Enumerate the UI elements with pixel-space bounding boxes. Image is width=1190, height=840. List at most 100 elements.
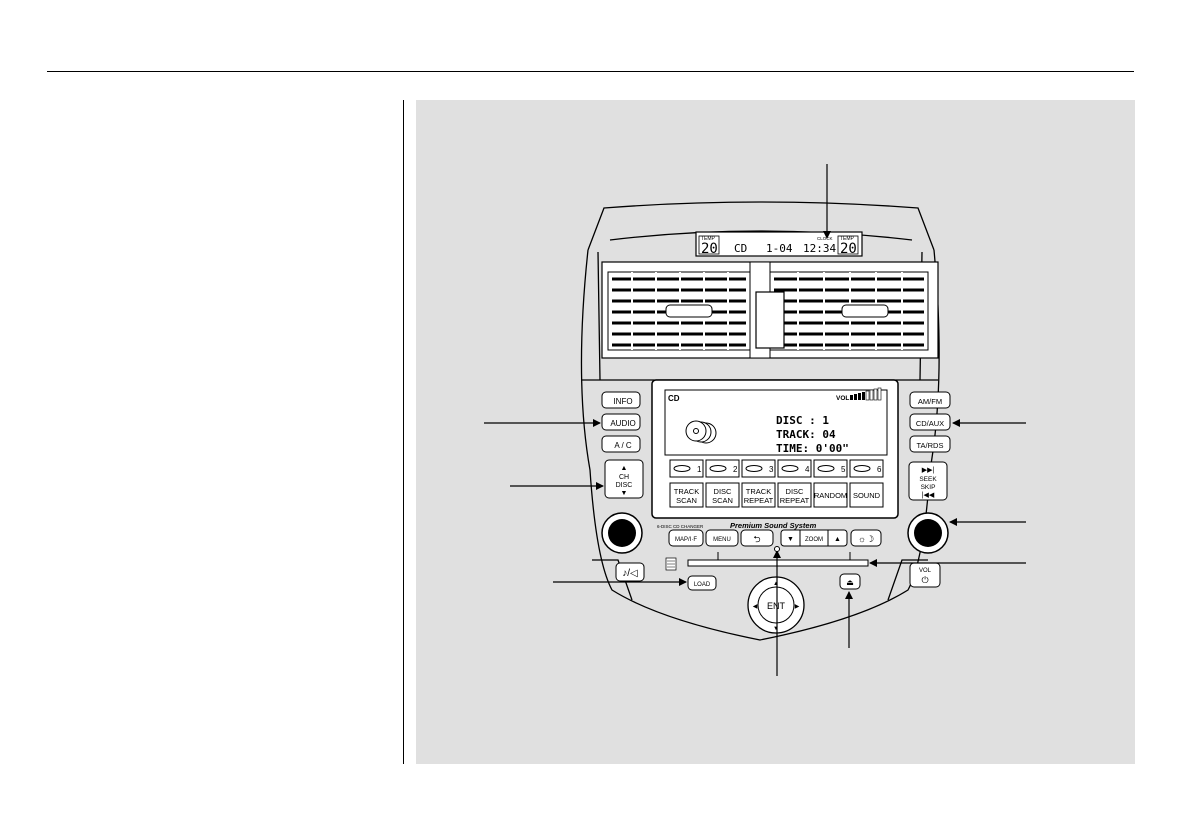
disc-repeat-line2: REPEAT xyxy=(780,496,810,505)
left-button-column: INFO AUDIO A / C ▲ CH DISC ▼ ♪/◁ xyxy=(601,391,645,582)
map-if-label: MAP/I·F xyxy=(675,537,697,543)
sound-button[interactable]: SOUND xyxy=(849,482,884,508)
air-vents xyxy=(601,261,939,359)
tards-button[interactable]: TA/RDS xyxy=(909,435,951,453)
map-if-button[interactable]: MAP/I·F xyxy=(668,529,704,547)
menu-button[interactable]: MENU xyxy=(705,529,739,547)
info-label: INFO xyxy=(613,397,632,406)
preset-button-1[interactable]: 1 xyxy=(669,459,704,478)
track-scan-button[interactable]: TRACK SCAN xyxy=(669,482,704,508)
sound-label: SOUND xyxy=(853,491,881,500)
joystick-down-icon: ▼ xyxy=(773,626,779,632)
disc-scan-line2: SCAN xyxy=(712,496,733,505)
amfm-button[interactable]: AM/FM xyxy=(909,391,951,409)
return-button[interactable]: ⮌ xyxy=(740,529,774,547)
load-label: LOAD xyxy=(694,582,711,588)
joystick-left-icon: ◀ xyxy=(753,604,758,610)
preset-label-1: 1 xyxy=(697,465,702,474)
column-divider xyxy=(403,100,404,764)
screen-time-line: TIME: 0'00" xyxy=(776,442,849,455)
power-icon: ⏻ xyxy=(921,575,928,585)
sun-moon-icon: ☼☽ xyxy=(858,534,874,544)
joystick-enter[interactable]: ENT ▲ ▼ ◀ ▶ xyxy=(747,576,805,634)
screen-track-line: TRACK: 04 xyxy=(776,428,836,441)
joystick-right-icon: ▶ xyxy=(795,604,800,610)
load-button[interactable]: LOAD xyxy=(687,575,717,591)
preset-row: 1 2 3 4 5 6 xyxy=(669,459,884,478)
ch-label: CH xyxy=(619,474,629,481)
skip-forward-icon: ▶▶| xyxy=(922,467,935,474)
tards-label: TA/RDS xyxy=(917,441,944,450)
zoom-up-icon: ▲ xyxy=(834,536,841,543)
amfm-label: AM/FM xyxy=(918,397,942,406)
preset-button-6[interactable]: 6 xyxy=(849,459,884,478)
zoom-control[interactable]: ▼ ZOOM ▲ xyxy=(780,529,848,547)
preset-button-2[interactable]: 2 xyxy=(705,459,740,478)
track-scan-line1: TRACK xyxy=(674,487,699,496)
preset-button-3[interactable]: 3 xyxy=(741,459,776,478)
track-repeat-line2: REPEAT xyxy=(744,496,774,505)
skip-back-icon: |◀◀ xyxy=(922,492,935,499)
note-speaker-icon: ♪/◁ xyxy=(622,568,638,579)
volume-meter-icon xyxy=(850,387,882,401)
cdaux-button[interactable]: CD/AUX xyxy=(909,413,951,431)
disc-repeat-button[interactable]: DISC REPEAT xyxy=(777,482,812,508)
zoom-down-icon: ▼ xyxy=(787,536,794,543)
cdaux-label: CD/AUX xyxy=(916,419,944,428)
changer-label: 6-DISC CD CHANGER xyxy=(657,524,704,529)
disc-label: DISC xyxy=(616,482,633,489)
left-knob[interactable] xyxy=(601,512,643,554)
menu-label: MENU xyxy=(713,537,731,543)
preset-label-5: 5 xyxy=(841,465,846,474)
disc-logo-icon xyxy=(665,557,677,571)
disc-repeat-line1: DISC xyxy=(786,487,805,496)
random-label: RANDOM xyxy=(814,491,847,500)
track-repeat-button[interactable]: TRACK REPEAT xyxy=(741,482,776,508)
ac-button[interactable]: A / C xyxy=(601,435,641,453)
disc-scan-button[interactable]: DISC SCAN xyxy=(705,482,740,508)
temp-right: 20 xyxy=(840,241,857,257)
preset-label-3: 3 xyxy=(769,465,774,474)
preset-button-5[interactable]: 5 xyxy=(813,459,848,478)
screen-disc-line: DISC : 1 xyxy=(776,414,829,427)
joystick-up-icon: ▲ xyxy=(773,581,779,587)
display-source: CD xyxy=(734,242,747,255)
header-rule xyxy=(47,71,1134,72)
display-disc-track: 1-04 xyxy=(766,242,793,255)
eject-button[interactable]: ⏏ xyxy=(839,573,861,590)
ch-disc-button[interactable]: ▲ CH DISC ▼ xyxy=(604,459,644,499)
preset-label-6: 6 xyxy=(877,465,882,474)
ch-disc-up-icon: ▲ xyxy=(621,465,628,472)
audio-button[interactable]: AUDIO xyxy=(601,413,641,431)
right-button-column: AM/FM CD/AUX TA/RDS ▶▶| SEEK SKIP |◀◀ VO… xyxy=(907,391,951,588)
ch-disc-down-icon: ▼ xyxy=(621,490,628,497)
disc-scan-line1: DISC xyxy=(714,487,733,496)
audio-label: AUDIO xyxy=(610,419,635,428)
eject-icon: ⏏ xyxy=(846,578,854,587)
temp-label-right: TEMP xyxy=(840,236,855,242)
preset-label-4: 4 xyxy=(805,465,810,474)
random-button[interactable]: RANDOM xyxy=(813,482,848,508)
callout-arrows xyxy=(484,164,1026,676)
screen-vol-label: VOL xyxy=(836,395,849,402)
display-clock: 12:34 xyxy=(803,242,836,255)
temp-left: 20 xyxy=(701,241,718,257)
track-repeat-line1: TRACK xyxy=(746,487,771,496)
disc-slot[interactable] xyxy=(687,552,869,567)
clock-label: CLOCK xyxy=(817,236,833,241)
seek-label: SEEK xyxy=(919,476,937,483)
power-volume-button[interactable]: VOL ⏻ xyxy=(909,562,941,588)
preset-button-4[interactable]: 4 xyxy=(777,459,812,478)
climate-display: TEMP TEMP 20 CD 1-04 CLOCK 12:34 20 xyxy=(695,231,863,257)
preset-label-2: 2 xyxy=(733,465,738,474)
function-row: TRACK SCAN DISC SCAN TRACK REPEAT DISC R… xyxy=(669,482,884,508)
zoom-label: ZOOM xyxy=(805,537,823,543)
enter-label: ENT xyxy=(767,601,786,611)
info-button[interactable]: INFO xyxy=(601,391,641,409)
right-knob[interactable] xyxy=(907,512,949,554)
screen-mode: CD xyxy=(668,394,680,403)
seek-skip-button[interactable]: ▶▶| SEEK SKIP |◀◀ xyxy=(908,461,948,501)
sound-mode-button[interactable]: ♪/◁ xyxy=(615,562,645,582)
disc-indicator-light xyxy=(774,546,780,552)
day-night-button[interactable]: ☼☽ xyxy=(850,529,882,547)
